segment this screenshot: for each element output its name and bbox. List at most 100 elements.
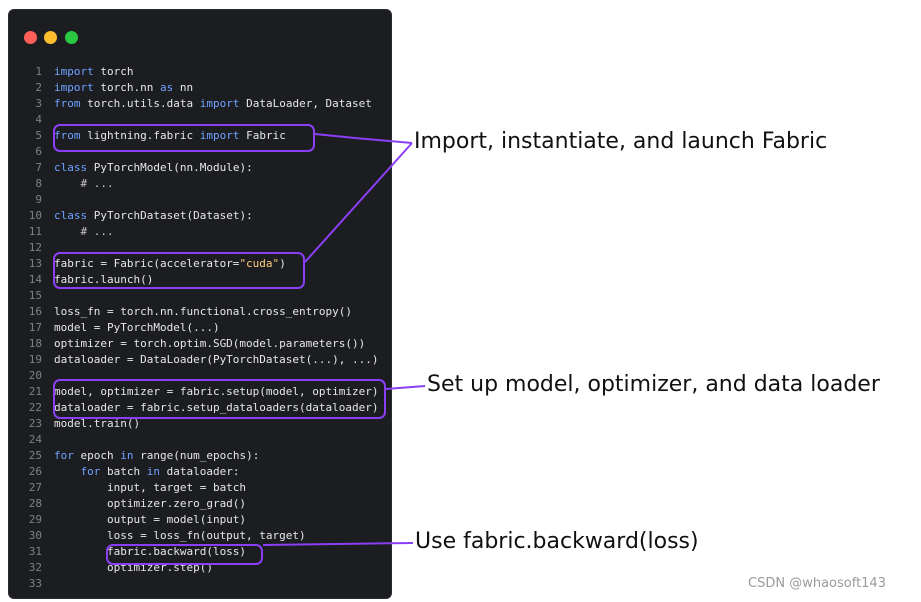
- line-source: for batch in dataloader:: [80, 465, 240, 478]
- line-number: 22: [28, 401, 42, 414]
- line-source: # ...: [54, 177, 114, 190]
- annotation-setup-model: Set up model, optimizer, and data loader: [427, 372, 880, 397]
- code-line: 31 fabric.backward(loss): [9, 544, 391, 560]
- line-number: 12: [28, 241, 42, 254]
- code-line: 14 fabric.launch(): [9, 272, 391, 288]
- line-number: 19: [28, 353, 42, 366]
- code-line: 4: [9, 112, 391, 128]
- code-line: 11 # ...: [9, 224, 391, 240]
- line-source: dataloader = fabric.setup_dataloaders(da…: [54, 401, 379, 414]
- code-line: 26 for batch in dataloader:: [9, 464, 391, 480]
- line-source: optimizer.step(): [54, 561, 213, 574]
- line-number: 16: [28, 305, 42, 318]
- line-number: 30: [28, 529, 42, 542]
- line-number: 23: [28, 417, 42, 430]
- line-source: for epoch in range(num_epochs):: [54, 449, 260, 462]
- line-number: 33: [28, 577, 42, 590]
- line-number: 25: [28, 449, 42, 462]
- line-number: 13: [28, 257, 42, 270]
- code-line: 23 model.train(): [9, 416, 391, 432]
- line-number: 17: [28, 321, 42, 334]
- line-source: loss_fn = torch.nn.functional.cross_entr…: [54, 305, 353, 318]
- code-line: 16 loss_fn = torch.nn.functional.cross_en…: [9, 304, 391, 320]
- line-source: optimizer = torch.optim.SGD(model.parame…: [54, 337, 366, 350]
- line-number: 26: [28, 465, 42, 478]
- code-line: 21 model, optimizer = fabric.setup(model,…: [9, 384, 391, 400]
- code-line: 32 optimizer.step(): [9, 560, 391, 576]
- connector-setup: [385, 385, 426, 390]
- code-line: 12: [9, 240, 391, 256]
- code-line: 28 optimizer.zero_grad(): [9, 496, 391, 512]
- line-source: class PyTorchDataset(Dataset):: [54, 209, 253, 222]
- line-number: 31: [28, 545, 42, 558]
- code-line: 10 class PyTorchDataset(Dataset):: [9, 208, 391, 224]
- code-line: 19 dataloader = DataLoader(PyTorchDataset…: [9, 352, 391, 368]
- line-number: 11: [28, 225, 42, 238]
- line-number: 24: [28, 433, 42, 446]
- line-source: output = model(input): [54, 513, 247, 526]
- line-number: 20: [28, 369, 42, 382]
- code-line: 1 import torch: [9, 64, 391, 80]
- line-number: 8: [35, 177, 42, 190]
- watermark: CSDN @whaosoft143: [748, 576, 886, 591]
- line-source: class PyTorchModel(nn.Module):: [54, 161, 253, 174]
- line-number: 3: [35, 97, 42, 110]
- code-line: 25 for epoch in range(num_epochs):: [9, 448, 391, 464]
- line-source: input, target = batch: [54, 481, 247, 494]
- line-number: 29: [28, 513, 42, 526]
- line-source: model, optimizer = fabric.setup(model, o…: [54, 385, 379, 398]
- code-line: 30 loss = loss_fn(output, target): [9, 528, 391, 544]
- code-line: 8 # ...: [9, 176, 391, 192]
- code-line: 29 output = model(input): [9, 512, 391, 528]
- line-number: 14: [28, 273, 42, 286]
- line-number: 21: [28, 385, 42, 398]
- line-source: from torch.utils.data import DataLoader,…: [54, 97, 372, 110]
- line-number: 6: [35, 145, 42, 158]
- code-line: 7 class PyTorchModel(nn.Module):: [9, 160, 391, 176]
- code-line: 15: [9, 288, 391, 304]
- line-source: dataloader = DataLoader(PyTorchDataset(.…: [54, 353, 379, 366]
- line-source: import torch.nn as nn: [54, 81, 194, 94]
- maximize-window-dot[interactable]: [65, 31, 78, 44]
- line-number: 5: [35, 129, 42, 142]
- code-editor-window: 1 import torch 2 import torch.nn as nn 3 from…: [9, 10, 391, 598]
- code-line: 24: [9, 432, 391, 448]
- line-number: 27: [28, 481, 42, 494]
- line-number: 15: [28, 289, 42, 302]
- close-window-dot[interactable]: [24, 31, 37, 44]
- line-number: 10: [28, 209, 42, 222]
- code-line: 20: [9, 368, 391, 384]
- code-line: 17 model = PyTorchModel(...): [9, 320, 391, 336]
- line-source: import torch: [54, 65, 134, 78]
- line-number: 18: [28, 337, 42, 350]
- line-source: model.train(): [54, 417, 141, 430]
- code-line: 6: [9, 144, 391, 160]
- code-line: 5 from lightning.fabric import Fabric: [9, 128, 391, 144]
- line-source: fabric.launch(): [54, 273, 154, 286]
- line-number: 2: [35, 81, 42, 94]
- code-line: 2 import torch.nn as nn: [9, 80, 391, 96]
- code-line: 22 dataloader = fabric.setup_dataloaders(…: [9, 400, 391, 416]
- annotation-launch-fabric: Import, instantiate, and launch Fabric: [414, 129, 828, 154]
- line-number: 4: [35, 113, 42, 126]
- line-number: 28: [28, 497, 42, 510]
- minimize-window-dot[interactable]: [44, 31, 57, 44]
- line-number: 7: [35, 161, 42, 174]
- code-line: 27 input, target = batch: [9, 480, 391, 496]
- code-listing: 1 import torch 2 import torch.nn as nn 3 from…: [9, 64, 391, 592]
- code-line: 9: [9, 192, 391, 208]
- line-number: 32: [28, 561, 42, 574]
- line-number: 9: [35, 193, 42, 206]
- line-source: from lightning.fabric import Fabric: [54, 129, 286, 142]
- line-source: model = PyTorchModel(...): [54, 321, 220, 334]
- line-source: # ...: [54, 225, 114, 238]
- code-line: 3 from torch.utils.data import DataLoader…: [9, 96, 391, 112]
- line-source: loss = loss_fn(output, target): [54, 529, 306, 542]
- annotation-backward: Use fabric.backward(loss): [415, 529, 699, 554]
- line-source: fabric.backward(loss): [54, 545, 247, 558]
- code-line: 18 optimizer = torch.optim.SGD(model.para…: [9, 336, 391, 352]
- code-line: 33: [9, 576, 391, 592]
- line-source: optimizer.zero_grad(): [54, 497, 247, 510]
- line-number: 1: [35, 65, 42, 78]
